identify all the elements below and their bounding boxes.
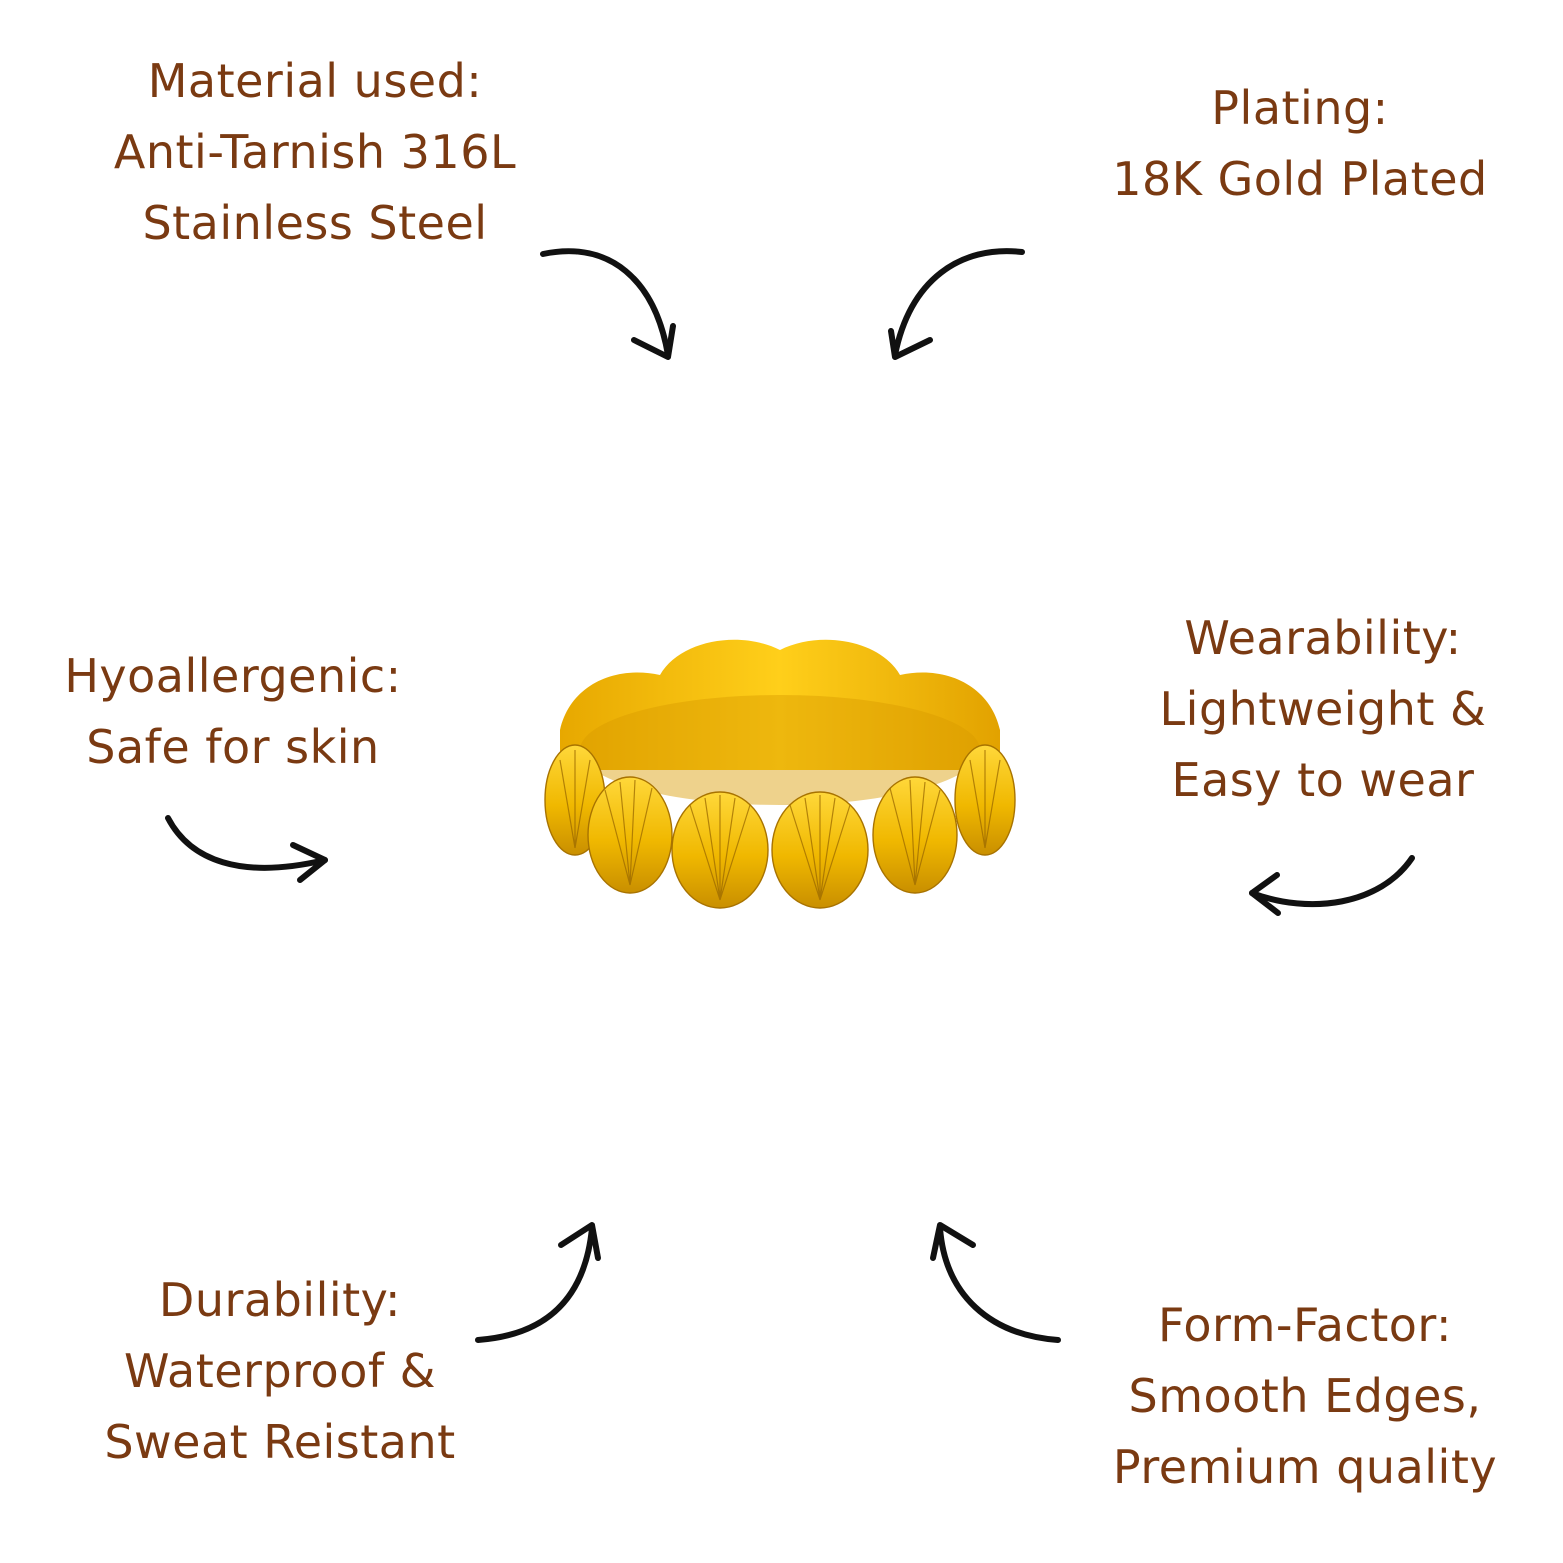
feature-hypoallergenic: Hyoallergenic: Safe for skin (0, 641, 466, 783)
feature-wearability: Wearability: Lightweight & Easy to wear (1100, 603, 1546, 816)
arrow-plating-icon (888, 248, 1025, 360)
form-factor-heading: Form-Factor: (1158, 1298, 1452, 1352)
hypoallergenic-line-1: Safe for skin (86, 720, 380, 774)
hypoallergenic-heading: Hyoallergenic: (64, 649, 402, 703)
wearability-heading: Wearability: (1184, 611, 1462, 665)
durability-line-2: Sweat Reistant (104, 1415, 456, 1469)
arrow-material-icon (540, 248, 676, 360)
durability-line-1: Waterproof & (123, 1344, 437, 1398)
arrow-form-factor-icon (930, 1222, 1061, 1343)
durability-heading: Durability: (158, 1273, 402, 1327)
ring-back-band (560, 639, 1000, 770)
arrow-durability-icon (475, 1222, 601, 1343)
arrow-wearability-icon (1249, 855, 1415, 916)
wearability-line-1: Lightweight & (1159, 682, 1487, 736)
feature-durability: Durability: Waterproof & Sweat Reistant (40, 1265, 520, 1478)
ring-inner-opening (580, 695, 980, 805)
feature-form-factor: Form-Factor: Smooth Edges, Premium quali… (1060, 1290, 1550, 1503)
shell-ridges (559, 750, 1001, 901)
arrow-hypoallergenic-icon (165, 815, 328, 883)
gold-seashell-ring-image (544, 639, 1016, 909)
form-factor-line-1: Smooth Edges, (1128, 1369, 1482, 1423)
wearability-line-2: Easy to wear (1171, 753, 1475, 807)
plating-line-1: 18K Gold Plated (1112, 152, 1488, 206)
form-factor-line-2: Premium quality (1112, 1440, 1498, 1494)
material-line-1: Anti-Tarnish 316L (113, 125, 517, 179)
material-line-2: Stainless Steel (142, 196, 488, 250)
material-heading: Material used: (147, 54, 483, 108)
feature-plating: Plating: 18K Gold Plated (1000, 73, 1563, 215)
plating-heading: Plating: (1211, 81, 1389, 135)
feature-material: Material used: Anti-Tarnish 316L Stainle… (0, 46, 630, 259)
